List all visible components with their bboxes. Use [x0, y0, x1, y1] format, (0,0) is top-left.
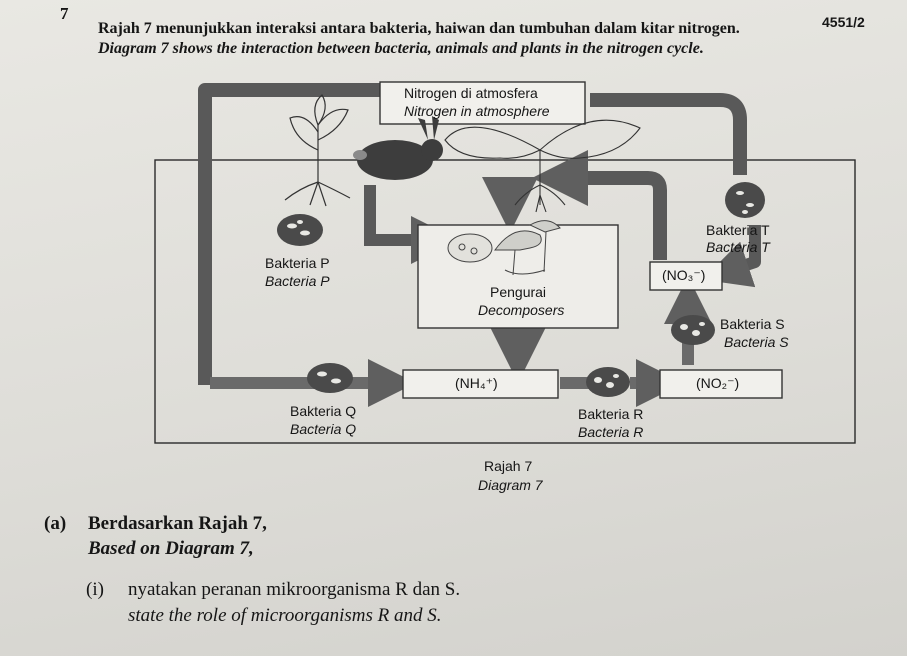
nitrite-label: (NO₂⁻) [696, 375, 740, 391]
left-return-pipe [198, 83, 380, 385]
question-a-label: (a) [44, 513, 67, 534]
atmosphere-label-english: Nitrogen in atmosphere [404, 103, 550, 119]
question-a-english: Based on Diagram 7, [88, 538, 254, 559]
bacteria-r-label-english: Bacteria R [578, 424, 644, 440]
bacteria-q-icon [307, 363, 353, 393]
nitrite-box [659, 369, 783, 399]
decomposers-label-malay: Pengurai [490, 284, 547, 300]
bacteria-p-icon [277, 214, 323, 246]
decomposers-label-english: Decomposers [478, 302, 565, 318]
bacteria-t-label-english: Bacteria T [706, 239, 770, 255]
ammonium-box [402, 369, 559, 399]
bacteria-t-label-malay: Bakteria T [706, 222, 770, 238]
question-a-i-label: (i) [86, 579, 104, 600]
nitrate-label: (NO₃⁻) [662, 267, 706, 283]
caption-english: Diagram 7 [478, 477, 543, 493]
bacteria-s-label-english: Bacteria S [724, 334, 789, 350]
question-number: 7 [60, 4, 69, 23]
t-to-nitrate-arrow [702, 225, 761, 288]
right-top-pipe [590, 93, 747, 175]
bacteria-r-label-malay: Bakteria R [578, 406, 644, 422]
p-to-decomposer-arrow [364, 185, 459, 264]
rabbit-illustration [353, 116, 443, 180]
bacteria-p-label-malay: Bakteria P [265, 255, 330, 271]
plant-right-illustration [444, 119, 641, 213]
atmosphere-box [379, 81, 586, 125]
question-a-malay: Berdasarkan Rajah 7, [88, 513, 267, 534]
intro-english: Diagram 7 shows the interaction between … [98, 40, 704, 57]
ammonium-label: (NH₄⁺) [455, 375, 498, 391]
bacteria-s-label-malay: Bakteria S [720, 316, 785, 332]
bacteria-s-icon [671, 315, 715, 345]
bacteria-p-label-english: Bacteria P [265, 273, 330, 289]
atmosphere-label-malay: Nitrogen di atmosfera [404, 85, 538, 101]
nitrate-to-plant-arrow [532, 150, 667, 260]
nitrate-box [649, 261, 723, 291]
caption-malay: Rajah 7 [484, 458, 533, 474]
soil-boundary [154, 159, 856, 444]
bacteria-q-label-english: Bacteria Q [290, 421, 357, 437]
bacteria-t-icon [725, 182, 765, 218]
plant-left-illustration [284, 94, 351, 207]
bacteria-r-icon [586, 367, 630, 397]
decomposer-illustration [447, 220, 561, 276]
question-a-i-english: state the role of microorganisms R and S… [128, 605, 442, 626]
intro-malay: Rajah 7 menunjukkan interaksi antara bak… [98, 20, 740, 37]
question-a-i-malay: nyatakan peranan mikroorganisma R dan S. [128, 579, 461, 600]
bacteria-q-label-malay: Bakteria Q [290, 403, 357, 419]
paper-code: 4551/2 [822, 14, 865, 30]
